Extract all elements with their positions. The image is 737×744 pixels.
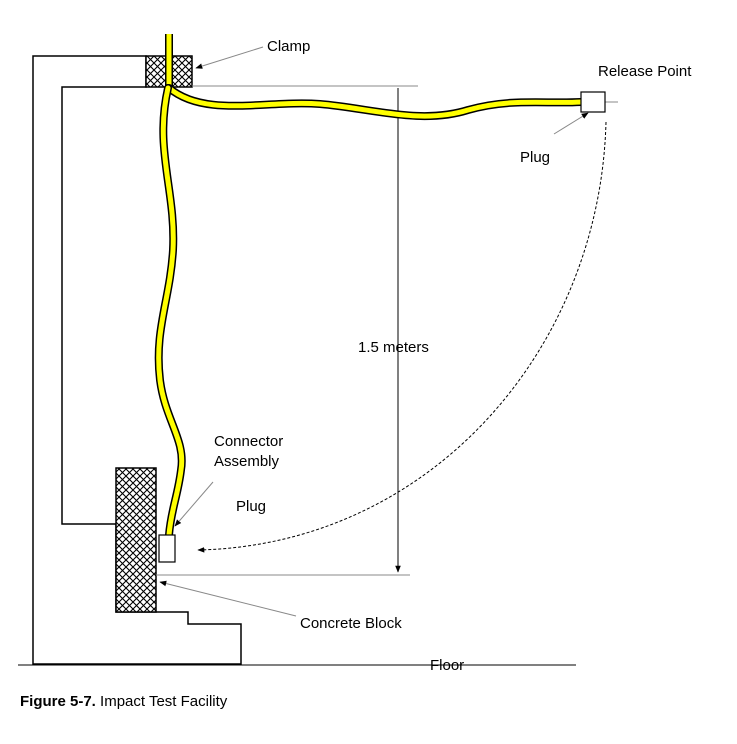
concrete-block-leader — [159, 580, 297, 617]
plug-connector — [158, 534, 176, 563]
figure-caption: Figure 5-7. Impact Test Facility — [20, 693, 228, 710]
floor-label: Floor — [430, 657, 464, 674]
plug-bottom-label: Plug — [236, 498, 266, 515]
connector-assembly-label-line1: Connector — [214, 433, 283, 450]
cable-hanging — [154, 84, 186, 539]
connector-assembly-label-line2: Assembly — [214, 453, 280, 470]
cable-horizontal — [165, 84, 585, 121]
clamp-leader — [195, 46, 264, 69]
plug-top-label: Plug — [520, 149, 550, 166]
height-label: 1.5 meters — [358, 339, 429, 356]
figure-number: Figure 5-7. — [20, 693, 96, 710]
swing-arc — [197, 121, 607, 553]
concrete-block-label: Concrete Block — [300, 615, 402, 632]
clamp-label: Clamp — [267, 38, 310, 55]
concrete-block — [115, 467, 157, 613]
connector-assembly-leader — [174, 481, 214, 527]
release-point-label: Release Point — [598, 63, 692, 80]
figure-title: Impact Test Facility — [96, 693, 228, 710]
plug-top-leader — [553, 112, 589, 135]
plug-release-point — [580, 91, 606, 113]
